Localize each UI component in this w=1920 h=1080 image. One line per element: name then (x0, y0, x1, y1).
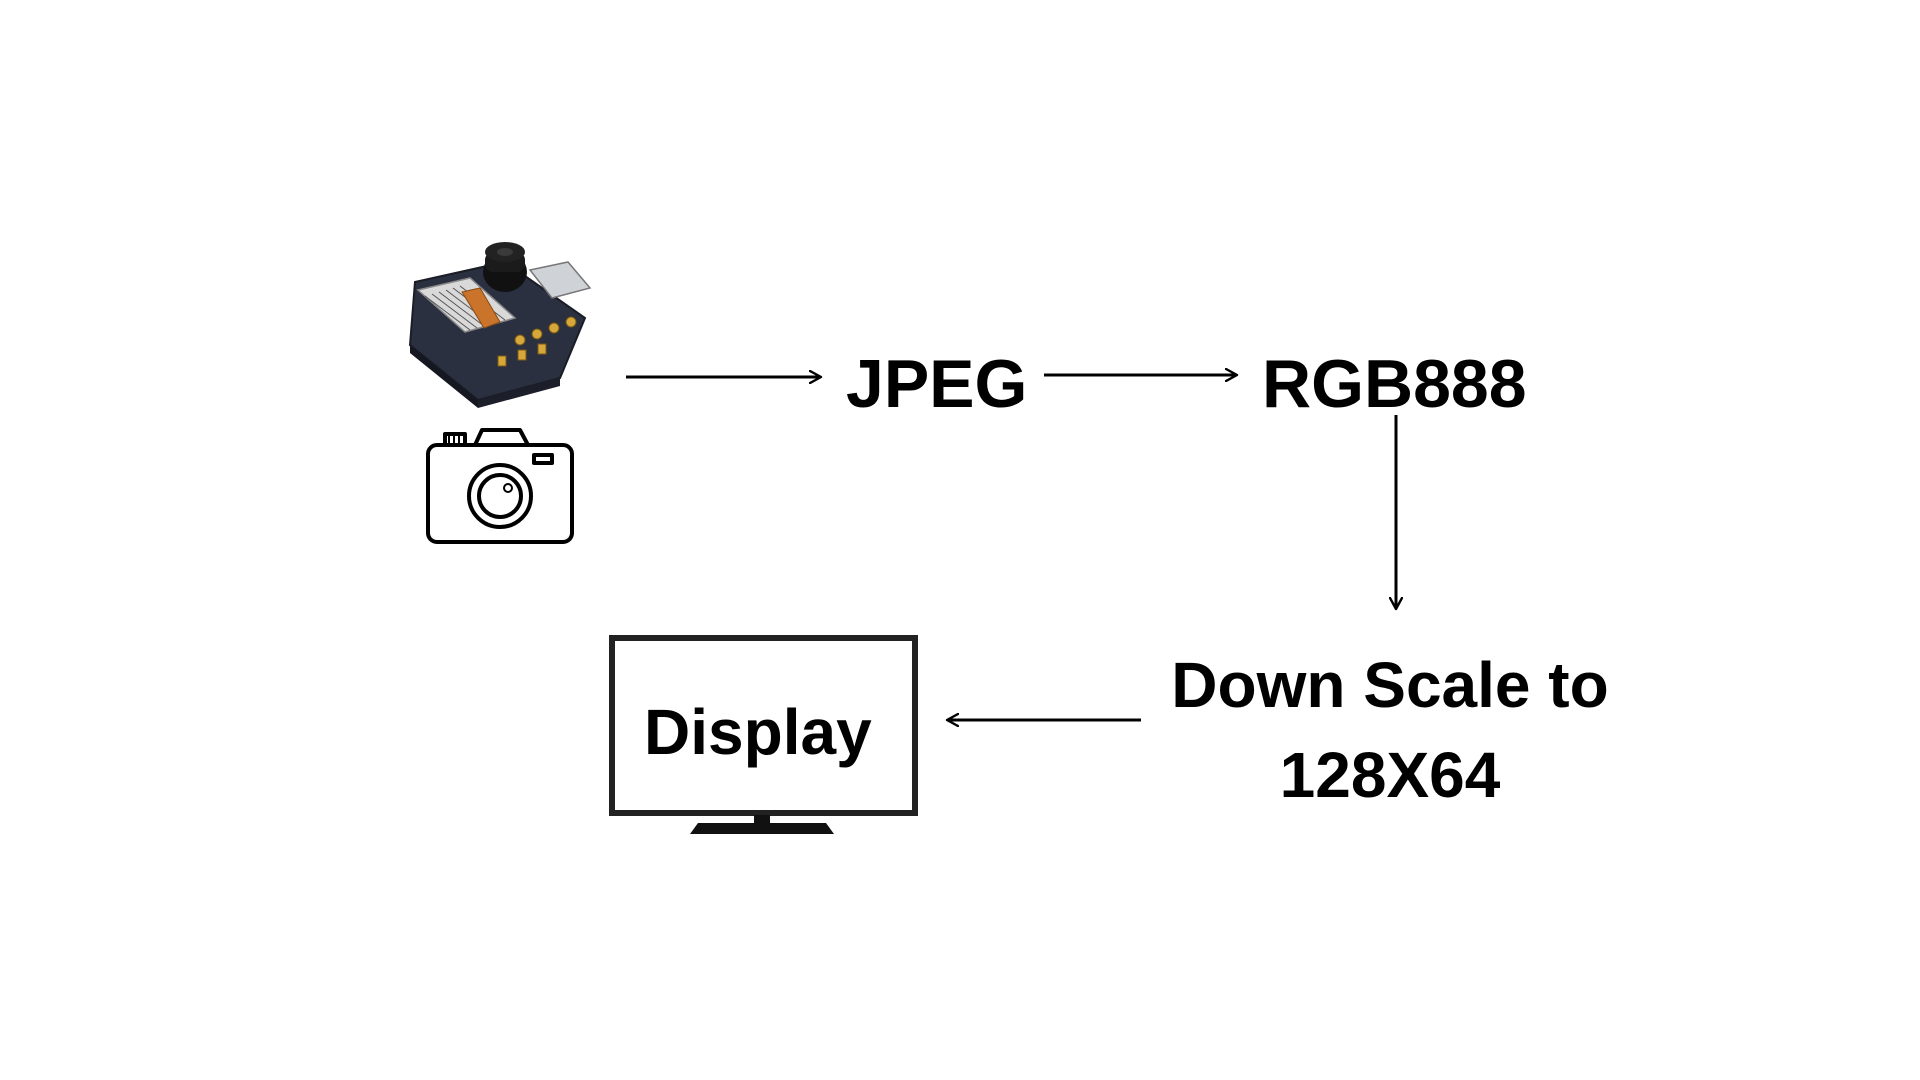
monitor-icon (609, 635, 918, 834)
camera-icon (426, 428, 574, 544)
jpeg-label: JPEG (846, 346, 1028, 422)
downscale-label: Down Scale to 128X64 (1171, 649, 1609, 811)
rgb888-label: RGB888 (1262, 346, 1527, 422)
esp32-camera-board-icon (408, 242, 592, 408)
display-label: Display (644, 696, 872, 768)
